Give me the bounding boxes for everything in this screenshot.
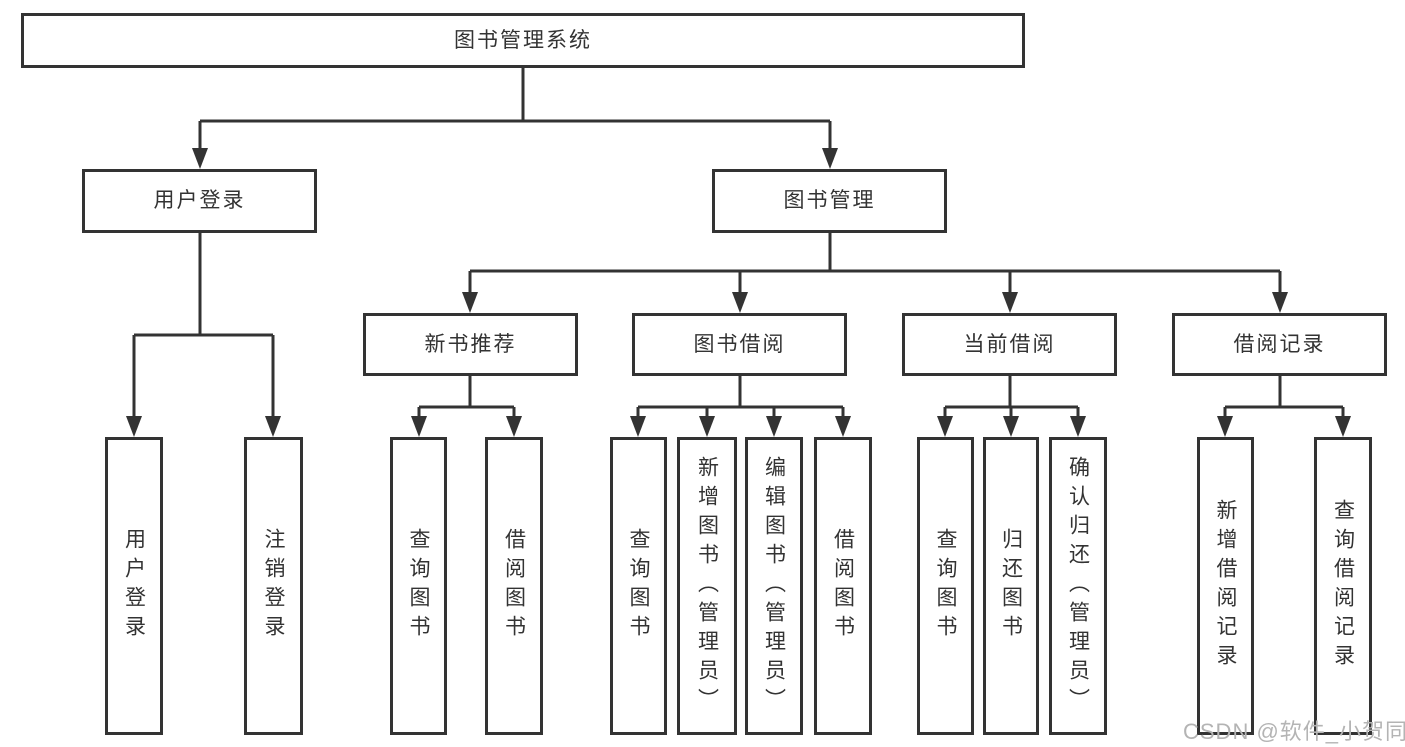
connector-bookborrow-to-leaves — [630, 376, 851, 437]
node-bb-query-book: 查询图书 — [610, 437, 667, 735]
node-cb-return-book: 归还图书 — [983, 437, 1039, 735]
connector-currentborrow-to-leaves — [937, 376, 1086, 437]
node-book-management: 图书管理 — [712, 169, 947, 233]
node-new-book-recommend: 新书推荐 — [363, 313, 578, 376]
connector-borrowrecord-to-leaves — [1217, 376, 1351, 437]
node-bb-borrow-book: 借阅图书 — [814, 437, 872, 735]
node-cb-confirm-return-admin: 确认归还（管理员） — [1049, 437, 1107, 735]
connector-root-to-level2 — [192, 68, 838, 169]
connector-userlogin-to-leaves — [126, 233, 281, 437]
node-nb-query-book: 查询图书 — [390, 437, 447, 735]
node-system-root: 图书管理系统 — [21, 13, 1025, 68]
node-bb-edit-book-admin: 编辑图书（管理员） — [745, 437, 803, 735]
node-cb-query-book: 查询图书 — [917, 437, 974, 735]
node-br-add-record: 新增借阅记录 — [1197, 437, 1254, 735]
node-login: 用户登录 — [105, 437, 163, 735]
csdn-watermark: CSDN @软件_小贺同学 — [1183, 719, 1405, 744]
connector-bookmgmt-to-level3 — [462, 233, 1288, 313]
node-book-borrow: 图书借阅 — [632, 313, 847, 376]
node-logout: 注销登录 — [244, 437, 303, 735]
node-bb-add-book-admin: 新增图书（管理员） — [677, 437, 737, 735]
node-user-login: 用户登录 — [82, 169, 317, 233]
node-nb-borrow-book: 借阅图书 — [485, 437, 543, 735]
node-borrow-records: 借阅记录 — [1172, 313, 1387, 376]
node-current-borrow: 当前借阅 — [902, 313, 1117, 376]
connector-newbook-to-leaves — [411, 376, 522, 437]
node-br-query-record: 查询借阅记录 — [1314, 437, 1372, 735]
